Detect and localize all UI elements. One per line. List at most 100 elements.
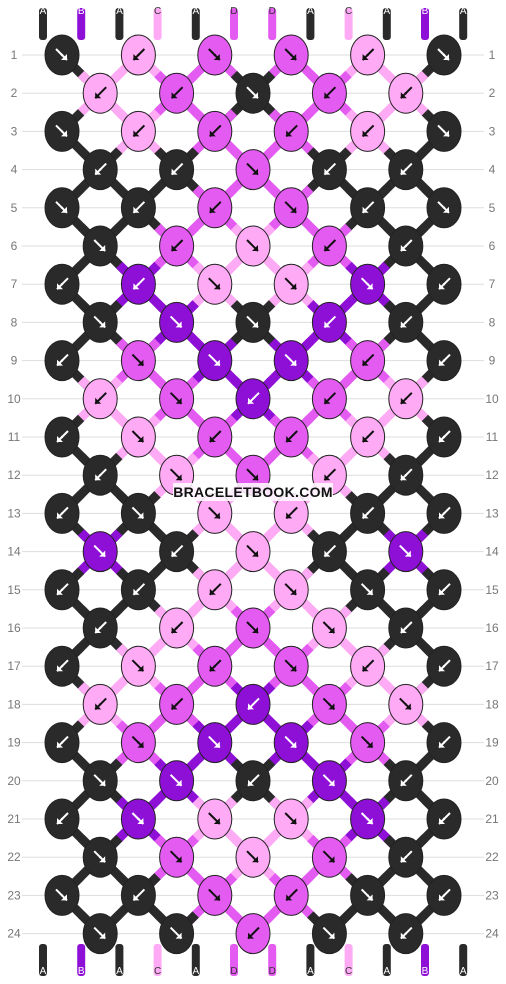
knot-arrowhead xyxy=(439,512,445,519)
row-number-left: 22 xyxy=(7,850,21,864)
knot-arrowhead xyxy=(439,283,445,290)
bottom-string-end xyxy=(77,944,86,976)
string-label-bottom: D xyxy=(230,966,237,977)
knot-arrowhead xyxy=(171,92,178,99)
knot-arrowhead xyxy=(57,512,63,519)
top-string-end xyxy=(268,8,277,40)
knot-turn-mark xyxy=(213,588,216,591)
knot xyxy=(311,225,347,267)
knot xyxy=(350,569,386,611)
knot-arrowhead xyxy=(171,627,178,633)
knot xyxy=(82,683,118,725)
knot xyxy=(44,263,80,305)
knot xyxy=(82,454,118,496)
string-label-bottom: A xyxy=(383,966,390,977)
knot xyxy=(273,340,309,382)
knot xyxy=(235,531,271,573)
knot xyxy=(388,301,424,343)
knot xyxy=(273,874,309,916)
knot-arrowhead xyxy=(99,550,106,557)
row-number-right: 18 xyxy=(485,697,499,711)
knot xyxy=(159,607,195,649)
knot-arrowhead xyxy=(95,703,102,710)
knot-arrowhead xyxy=(400,321,407,328)
knot xyxy=(311,72,347,114)
knot-turn-mark xyxy=(137,588,140,591)
knot-turn-mark xyxy=(404,321,407,324)
knot-arrowhead xyxy=(290,359,297,366)
knot xyxy=(273,722,309,764)
string-label-top: A xyxy=(40,6,47,17)
row-number-left: 14 xyxy=(7,545,21,559)
knot-arrowhead xyxy=(290,741,297,748)
row-number-left: 23 xyxy=(7,888,21,902)
knot-turn-mark xyxy=(137,741,140,744)
knot xyxy=(235,683,271,725)
knot-arrowhead xyxy=(439,588,445,595)
knot-arrowhead xyxy=(175,856,182,863)
knot xyxy=(388,378,424,420)
row-number-right: 9 xyxy=(489,354,496,368)
knot-turn-mark xyxy=(404,397,407,400)
top-string-end xyxy=(77,8,86,40)
knot-arrowhead xyxy=(57,359,63,366)
row-number-right: 11 xyxy=(486,430,499,444)
knot-turn-mark xyxy=(366,359,369,362)
knot xyxy=(273,798,309,840)
knot-arrowhead xyxy=(252,92,258,99)
knot-arrowhead xyxy=(324,474,331,481)
knot-turn-mark xyxy=(442,665,446,668)
knot-arrowhead xyxy=(209,130,216,137)
knot xyxy=(82,607,118,649)
knot xyxy=(82,760,118,802)
knot-turn-mark xyxy=(137,283,140,286)
knot xyxy=(273,187,309,229)
knot-arrowhead xyxy=(362,130,369,137)
knot xyxy=(311,683,347,725)
knot-arrowhead xyxy=(137,665,144,672)
knot xyxy=(120,569,156,611)
knot-turn-mark xyxy=(404,779,407,782)
knot xyxy=(311,378,347,420)
knot xyxy=(273,645,309,687)
knot-grid xyxy=(44,34,462,955)
knot-arrowhead xyxy=(57,818,63,824)
string-label-top: B xyxy=(422,6,429,17)
knot-arrowhead xyxy=(286,436,293,442)
knot-turn-mark xyxy=(290,588,293,591)
knot-turn-mark xyxy=(213,665,216,668)
knot xyxy=(426,110,462,152)
knot xyxy=(120,187,156,229)
knot xyxy=(159,836,195,878)
row-number-right: 3 xyxy=(489,124,496,138)
row-number-left: 18 xyxy=(7,697,21,711)
knot-arrowhead xyxy=(366,818,373,824)
knot xyxy=(82,531,118,573)
knot xyxy=(350,263,386,305)
knot-arrowhead xyxy=(213,741,220,748)
knot-arrowhead xyxy=(400,92,407,99)
knot-arrowhead xyxy=(175,474,182,481)
knot-turn-mark xyxy=(328,703,331,706)
knot-turn-mark xyxy=(99,856,102,859)
knot-turn-mark xyxy=(99,932,102,935)
knot-arrowhead xyxy=(175,321,182,328)
knot-turn-mark xyxy=(442,130,446,133)
knot-arrowhead xyxy=(443,54,449,60)
knot-arrowhead xyxy=(439,665,445,672)
knot xyxy=(388,72,424,114)
knot-arrowhead xyxy=(252,627,258,633)
knot-turn-mark xyxy=(404,626,407,630)
row-number-left: 4 xyxy=(11,163,18,177)
knot xyxy=(120,263,156,305)
knot-turn-mark xyxy=(290,665,293,668)
knot xyxy=(311,836,347,878)
knot xyxy=(159,913,195,955)
knot xyxy=(159,225,195,267)
knot-arrowhead xyxy=(400,397,407,404)
knot-arrowhead xyxy=(290,54,297,60)
knot-turn-mark xyxy=(366,665,369,668)
string-label-top: D xyxy=(269,6,276,17)
knot xyxy=(311,301,347,343)
